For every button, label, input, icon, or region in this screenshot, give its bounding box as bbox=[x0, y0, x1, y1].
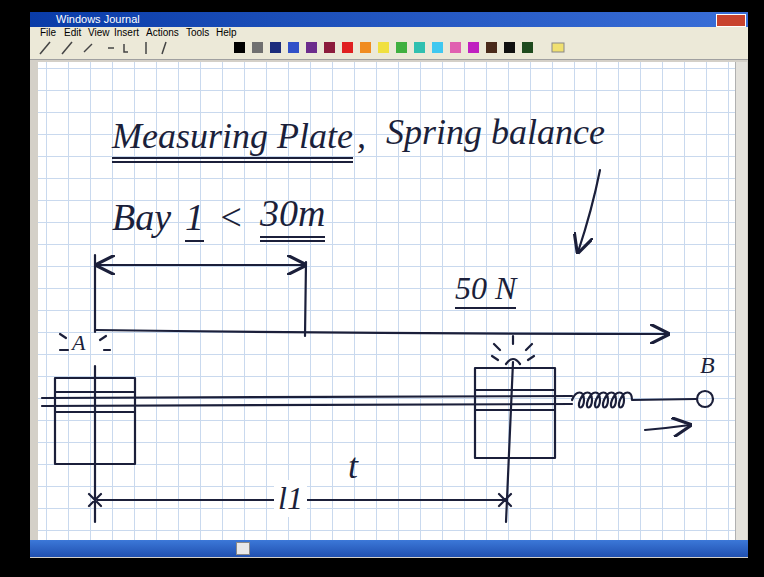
scroll-bar bbox=[735, 62, 747, 540]
page-tab bbox=[236, 542, 250, 555]
dimension-text: 30m bbox=[260, 192, 325, 242]
force-value: 50 N bbox=[455, 270, 516, 309]
bold-icon bbox=[145, 42, 147, 54]
tape-line bbox=[42, 396, 572, 398]
tape-line bbox=[42, 404, 572, 406]
window-title: Windows Journal bbox=[56, 13, 140, 26]
pen-icon bbox=[62, 42, 72, 54]
color-swatch bbox=[234, 42, 245, 53]
total-dimension bbox=[95, 330, 668, 334]
italic-icon bbox=[162, 42, 166, 54]
length-label: l1 bbox=[274, 480, 307, 517]
color-swatch bbox=[288, 42, 299, 53]
color-swatch bbox=[306, 42, 317, 53]
hook bbox=[697, 391, 713, 407]
menu-item: Edit bbox=[64, 27, 81, 39]
dimension-tick bbox=[94, 255, 96, 332]
color-swatch bbox=[432, 42, 443, 53]
point-label: B bbox=[700, 352, 715, 380]
plate-line bbox=[475, 390, 555, 410]
lamp bbox=[506, 359, 520, 364]
temperature-label: t bbox=[348, 446, 358, 487]
pen-icon bbox=[40, 42, 50, 54]
color-swatch bbox=[270, 42, 281, 53]
dimension-tick bbox=[305, 262, 306, 336]
color-swatch bbox=[396, 42, 407, 53]
menu-item: Actions bbox=[146, 27, 179, 39]
heading-text: , bbox=[357, 116, 366, 157]
color-swatch bbox=[342, 42, 353, 53]
color-swatch bbox=[468, 42, 479, 53]
heading-text: Measuring Plate bbox=[112, 116, 353, 163]
menu-item: Insert bbox=[114, 27, 139, 39]
note-text: 1 bbox=[185, 196, 204, 242]
heading-text: Spring balance bbox=[386, 112, 605, 153]
color-swatch bbox=[522, 42, 533, 53]
color-swatch bbox=[324, 42, 335, 53]
note-text: < bbox=[218, 196, 244, 240]
select-icon bbox=[124, 44, 128, 52]
pointer-arrow bbox=[578, 170, 600, 252]
color-swatch bbox=[378, 42, 389, 53]
eraser-icon bbox=[84, 44, 92, 52]
menu-item: File bbox=[40, 27, 56, 39]
color-swatch bbox=[414, 42, 425, 53]
window-buttons bbox=[716, 14, 746, 27]
status-bar bbox=[30, 540, 748, 557]
bay-dimension bbox=[97, 264, 305, 266]
menu-item: Tools bbox=[186, 27, 209, 39]
color-swatches bbox=[234, 42, 564, 53]
note-text: Bay bbox=[112, 196, 171, 240]
menu-item: View bbox=[88, 27, 110, 39]
highlighter-icon bbox=[552, 43, 564, 52]
menu-item: Help bbox=[216, 27, 237, 39]
color-swatch bbox=[486, 42, 497, 53]
select-icon bbox=[108, 47, 114, 49]
lamp-rays bbox=[492, 336, 534, 360]
pull-arrow bbox=[645, 425, 690, 430]
color-swatch bbox=[252, 42, 263, 53]
color-swatch bbox=[360, 42, 371, 53]
tool-icons bbox=[40, 42, 166, 54]
measuring-plate bbox=[475, 368, 555, 458]
point-label: A bbox=[72, 330, 85, 355]
spring-symbol bbox=[572, 393, 696, 408]
color-swatch bbox=[450, 42, 461, 53]
color-swatch bbox=[504, 42, 515, 53]
